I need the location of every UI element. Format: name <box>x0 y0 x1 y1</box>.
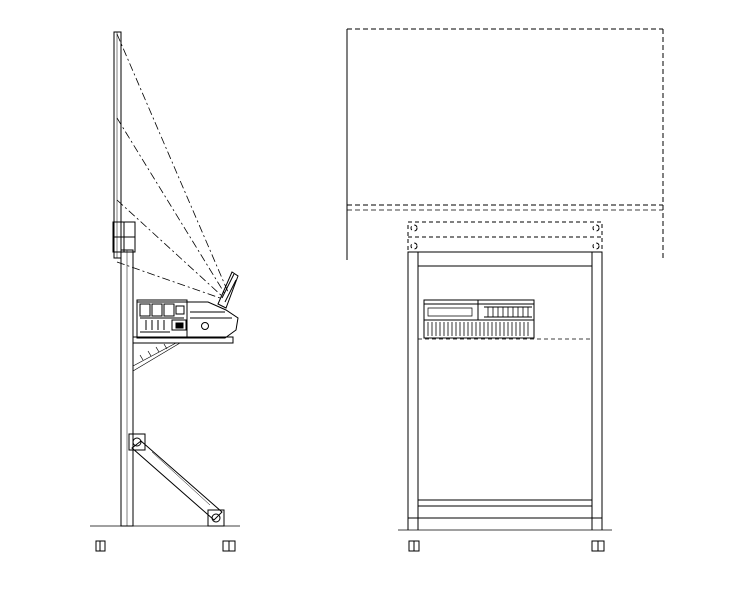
front-view <box>347 29 663 551</box>
side-view <box>90 32 240 551</box>
projector-vent <box>488 307 528 317</box>
display-panel <box>114 32 121 258</box>
display-panel-outline <box>347 29 663 260</box>
projector-body <box>137 300 238 338</box>
projector-grille <box>428 322 528 336</box>
front-caster-right <box>592 541 604 551</box>
cabinet-frame <box>408 252 602 530</box>
projector-lens <box>218 272 238 308</box>
support-strut <box>129 434 224 526</box>
front-bracket <box>408 222 602 252</box>
projection-lines <box>117 34 228 298</box>
shelf-brace <box>133 343 180 371</box>
side-caster-left <box>96 541 105 551</box>
side-caster-right <box>223 541 235 551</box>
projector-front <box>424 300 534 338</box>
front-caster-left <box>409 541 419 551</box>
